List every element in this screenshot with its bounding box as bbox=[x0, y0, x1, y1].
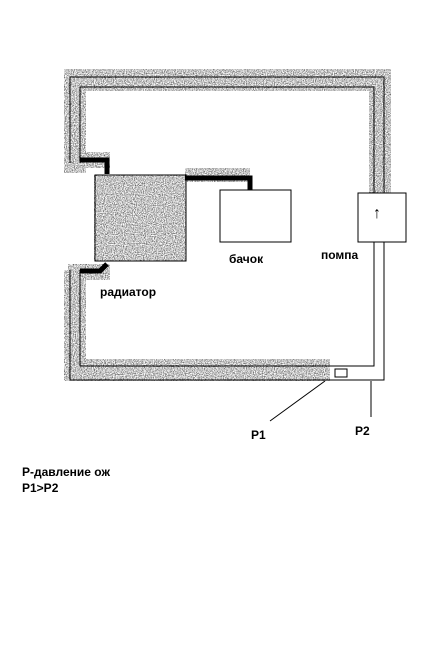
note-block: P-давление ож P1>P2 bbox=[22, 464, 110, 496]
grime-top-pipe bbox=[64, 69, 391, 195]
top-pipe-inner bbox=[79, 86, 375, 193]
label-p2: P2 bbox=[355, 424, 370, 438]
radiator-box bbox=[94, 174, 187, 262]
bottom-pipe-outer bbox=[69, 270, 336, 381]
radiator-outlet-hose bbox=[80, 262, 109, 274]
grime-deposits bbox=[64, 69, 391, 381]
bottom-pipe-inner bbox=[79, 270, 336, 367]
top-pipe-outer bbox=[69, 76, 385, 193]
pump-return-pipe-outer bbox=[336, 242, 385, 381]
label-p1: P1 bbox=[251, 428, 266, 442]
grime-radiator-core bbox=[94, 175, 186, 261]
hoses bbox=[80, 157, 253, 274]
tank-hose bbox=[185, 175, 253, 190]
p1-pointer-line bbox=[269, 380, 326, 422]
grime-bottom-pipe bbox=[64, 270, 330, 381]
junction-box bbox=[334, 368, 348, 378]
note-pressure-definition: P-давление ож bbox=[22, 465, 110, 479]
pump-return-pipe-inner bbox=[336, 242, 375, 367]
tank-box bbox=[219, 189, 292, 243]
pipe-outlines bbox=[69, 76, 385, 422]
pump-box bbox=[357, 192, 407, 243]
radiator-inlet-hose bbox=[80, 157, 110, 174]
pump-arrow-icon: ↑ bbox=[373, 205, 381, 222]
label-pump: помпа bbox=[321, 248, 359, 262]
label-tank: бачок bbox=[229, 252, 264, 266]
label-radiator: радиатор bbox=[100, 285, 157, 299]
note-pressure-relation: P1>P2 bbox=[22, 481, 59, 495]
